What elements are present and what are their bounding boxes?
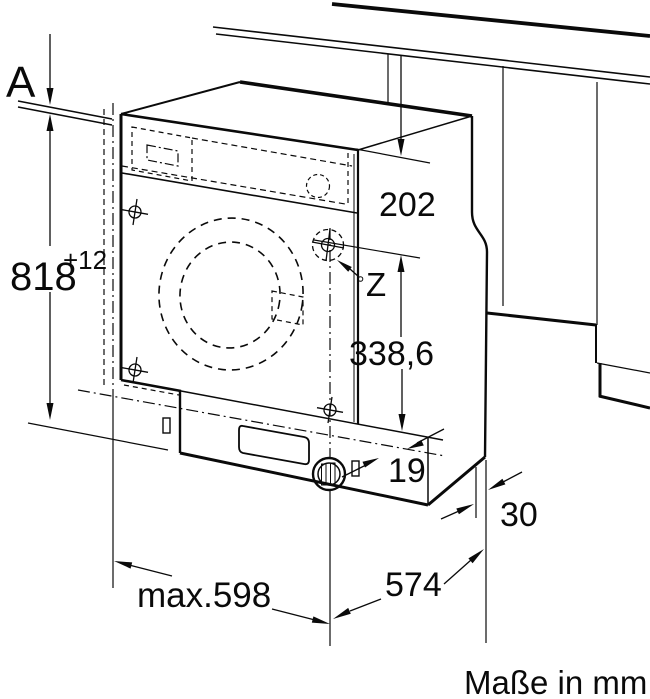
dimension-574: 574 [333, 549, 484, 619]
service-flap [311, 456, 347, 492]
mounting-point [121, 198, 149, 226]
arrowhead [488, 478, 506, 490]
units-note: Maße in mm [464, 664, 647, 699]
arrowhead [337, 260, 352, 272]
arrowhead [311, 616, 330, 624]
mounting-points [121, 198, 345, 424]
dimension-30: 30 [440, 471, 538, 534]
arrowhead [407, 440, 424, 449]
arrowhead [46, 403, 54, 420]
dimension-19: 19 [341, 428, 445, 490]
dimension-818: 818 +12 [10, 114, 169, 451]
dimension-338-6: 338,6 [349, 255, 434, 431]
section-label: A [6, 58, 36, 107]
mounting-point-z [311, 228, 345, 262]
dim-plinth-recess-label: 19 [388, 452, 426, 490]
arrowhead [333, 607, 351, 619]
machine-body [119, 80, 489, 507]
dim-depth-label: 574 [385, 566, 442, 604]
door-handle [271, 290, 304, 326]
plinth-tab-left [162, 417, 171, 434]
countertop [17, 2, 650, 126]
dim-rear-gap-label: 30 [500, 496, 538, 534]
dim-height-tolerance: +12 [63, 245, 107, 275]
flap-slot-bar [330, 462, 336, 486]
reference-lines [77, 103, 487, 646]
dim-height-label: 818 [10, 255, 77, 299]
program-knob [305, 173, 331, 199]
arrowhead [398, 414, 406, 431]
floor-extension-line [27, 422, 169, 451]
arrowhead [114, 561, 133, 569]
dim-width-max-label: max.598 [137, 576, 271, 615]
arrowhead [397, 255, 405, 272]
extension-line [355, 148, 431, 164]
mounting-point [121, 356, 149, 384]
arrowhead [397, 139, 405, 156]
z-point-label: Z [366, 266, 386, 303]
drum-door [158, 217, 304, 371]
detergent-drawer [131, 126, 193, 182]
z-extension-line [313, 239, 421, 259]
flap-slot-bar [321, 463, 327, 486]
dim-niche-top-label: 202 [379, 186, 436, 224]
plinth-centerline [77, 389, 446, 457]
z-callout: Z [313, 239, 421, 303]
leader-dot [357, 276, 364, 282]
arrowhead [468, 549, 484, 564]
arrowhead [46, 114, 54, 131]
adjacent-cabinet-plinth [486, 311, 650, 410]
niche-back-panels [387, 54, 598, 325]
dimension-max-598: max.598 [114, 561, 330, 624]
arrowhead [362, 458, 379, 468]
arrowhead [46, 88, 54, 105]
control-panel [121, 137, 358, 214]
dim-z-distance-label: 338,6 [349, 335, 434, 373]
plinth-display-cutout [238, 424, 310, 466]
dimension-202: 202 [355, 56, 436, 224]
dimension-a: A [6, 34, 54, 107]
arrowhead [456, 504, 474, 515]
side-rear-edge [470, 116, 489, 458]
